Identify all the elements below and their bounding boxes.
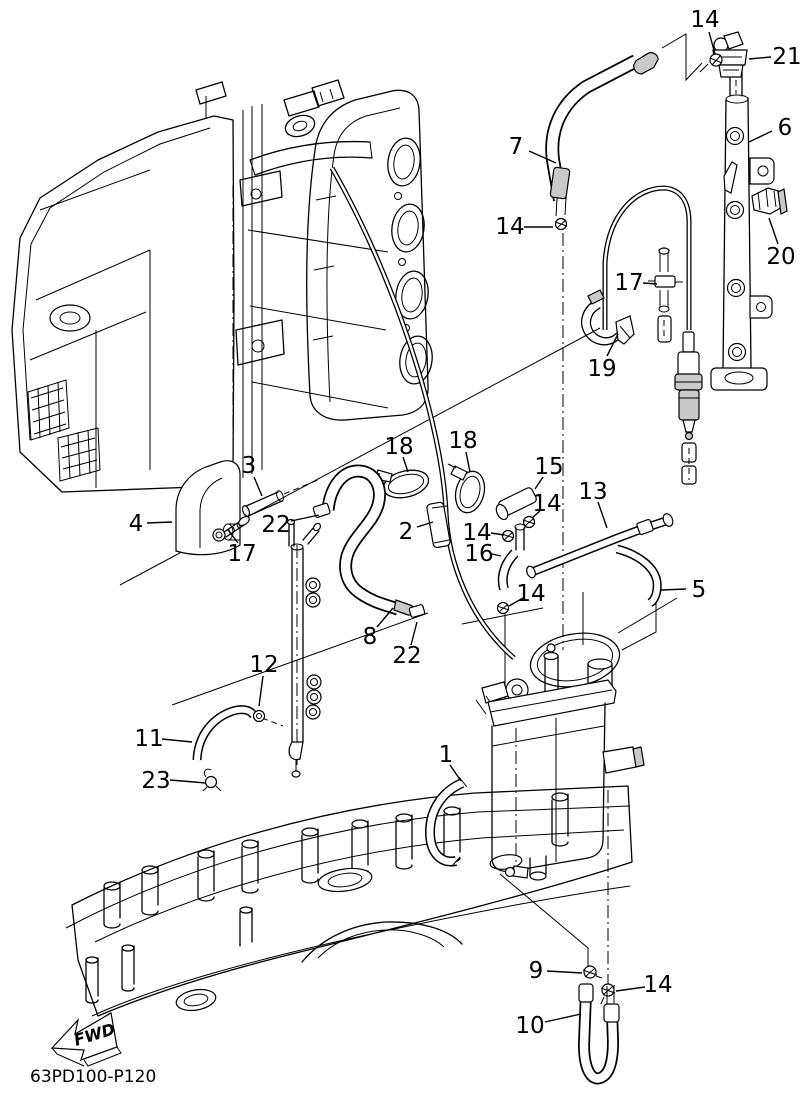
callout-number: 16 — [464, 541, 493, 567]
callout-17: 17 — [227, 529, 257, 567]
callout-number: 18 — [448, 428, 477, 454]
intake-manifold-art — [247, 79, 433, 421]
callout-number: 22 — [392, 643, 421, 669]
callout-number: 1 — [439, 742, 454, 768]
callout-number: 14 — [532, 491, 561, 517]
callout-number: 8 — [363, 624, 378, 650]
callout-8: 8 — [363, 607, 394, 650]
hose-5-art — [615, 544, 662, 607]
callout-6: 6 — [748, 115, 793, 143]
callout-number: 4 — [129, 511, 144, 537]
filter-supply-hose-art — [602, 185, 692, 330]
pipe-3-art — [242, 479, 319, 517]
callout-number: 7 — [509, 134, 524, 160]
callout-21: 21 — [748, 44, 802, 70]
callout-18: 18 — [384, 434, 414, 473]
callout-number: 10 — [515, 1013, 544, 1039]
callout-number: 2 — [399, 519, 414, 545]
callout-20: 20 — [766, 217, 796, 270]
callout-number: 22 — [261, 512, 290, 538]
callout-12: 12 — [249, 652, 279, 707]
callout-9: 9 — [529, 958, 583, 984]
callout-1: 1 — [439, 742, 462, 782]
hose-1-art — [424, 776, 468, 867]
clamp-9-art — [582, 965, 603, 979]
callout-11: 11 — [134, 726, 193, 752]
fuel-filter-art — [674, 331, 703, 485]
callout-number: 15 — [534, 454, 563, 480]
clamp-19-art — [581, 289, 635, 346]
callout-number: 17 — [614, 270, 643, 296]
callout-4: 4 — [129, 511, 173, 537]
callout-15: 15 — [534, 454, 564, 490]
callout-2: 2 — [399, 519, 434, 545]
engine-block-art — [11, 81, 285, 493]
callout-16: 16 — [464, 541, 502, 567]
callout-number: 23 — [141, 768, 170, 794]
clip-23-art — [202, 768, 222, 792]
callout-23: 23 — [141, 768, 207, 794]
callout-number: 20 — [766, 244, 795, 270]
grille-hatch — [27, 379, 101, 482]
callout-number: 3 — [242, 453, 257, 479]
throttle-body-art — [249, 79, 373, 176]
callout-number: 18 — [384, 434, 413, 460]
crankcase-studs — [85, 792, 569, 1004]
callout-14: 14 — [462, 520, 505, 546]
drawing-code: 63PD100-P120 — [30, 1067, 156, 1087]
fuel-rail-art — [710, 59, 775, 391]
callout-number: 12 — [249, 652, 278, 678]
hose-clamp-18-right-art — [447, 463, 486, 514]
callout-3: 3 — [242, 453, 263, 497]
hose-7-art — [545, 52, 659, 231]
callout-14: 14 — [495, 214, 553, 240]
clip-20-art — [751, 187, 788, 215]
joint-15-cluster-art — [495, 487, 537, 615]
callout-number: 14 — [516, 581, 545, 607]
bolt-17-left-art — [212, 515, 250, 542]
valve-21-art — [699, 31, 748, 78]
callout-number: 9 — [529, 958, 544, 984]
callout-19: 19 — [587, 333, 619, 382]
callout-22: 22 — [261, 512, 320, 538]
callout-13: 13 — [578, 479, 608, 529]
callout-number: 14 — [643, 972, 672, 998]
callout-number: 13 — [578, 479, 607, 505]
callout-number: 21 — [772, 44, 801, 70]
hose-11-art — [192, 705, 266, 761]
callout-10: 10 — [515, 1013, 582, 1039]
hose-10-art — [577, 983, 620, 1085]
fwd-arrow: FWD — [50, 1012, 122, 1067]
callout-number: 19 — [587, 356, 616, 382]
callout-14: 14 — [615, 972, 673, 998]
callout-14: 14 — [508, 581, 546, 607]
joint-17-right-art — [648, 247, 683, 343]
clamp-14-bottom-art — [600, 983, 616, 1005]
crankcase-art — [65, 785, 633, 1017]
callout-22: 22 — [392, 621, 422, 669]
callout-number: 14 — [495, 214, 524, 240]
callout-14: 14 — [690, 7, 720, 55]
callout-number: 17 — [227, 541, 256, 567]
hose-8-art — [312, 464, 426, 618]
pipe-12-rail-art — [286, 518, 322, 778]
callout-number: 5 — [692, 577, 707, 603]
intake-ports — [387, 137, 433, 385]
callout-5: 5 — [660, 577, 707, 603]
vapor-separator-art — [475, 632, 645, 881]
pipe-2-art — [329, 166, 516, 660]
callout-17: 17 — [614, 270, 658, 296]
callout-number: 14 — [462, 520, 491, 546]
callout-number: 11 — [134, 726, 163, 752]
callout-18: 18 — [448, 428, 478, 473]
pipe-13-art — [526, 513, 674, 579]
callout-14: 14 — [531, 491, 562, 519]
callout-7: 7 — [509, 134, 557, 164]
callout-number: 14 — [690, 7, 719, 33]
callout-number: 6 — [778, 115, 793, 141]
